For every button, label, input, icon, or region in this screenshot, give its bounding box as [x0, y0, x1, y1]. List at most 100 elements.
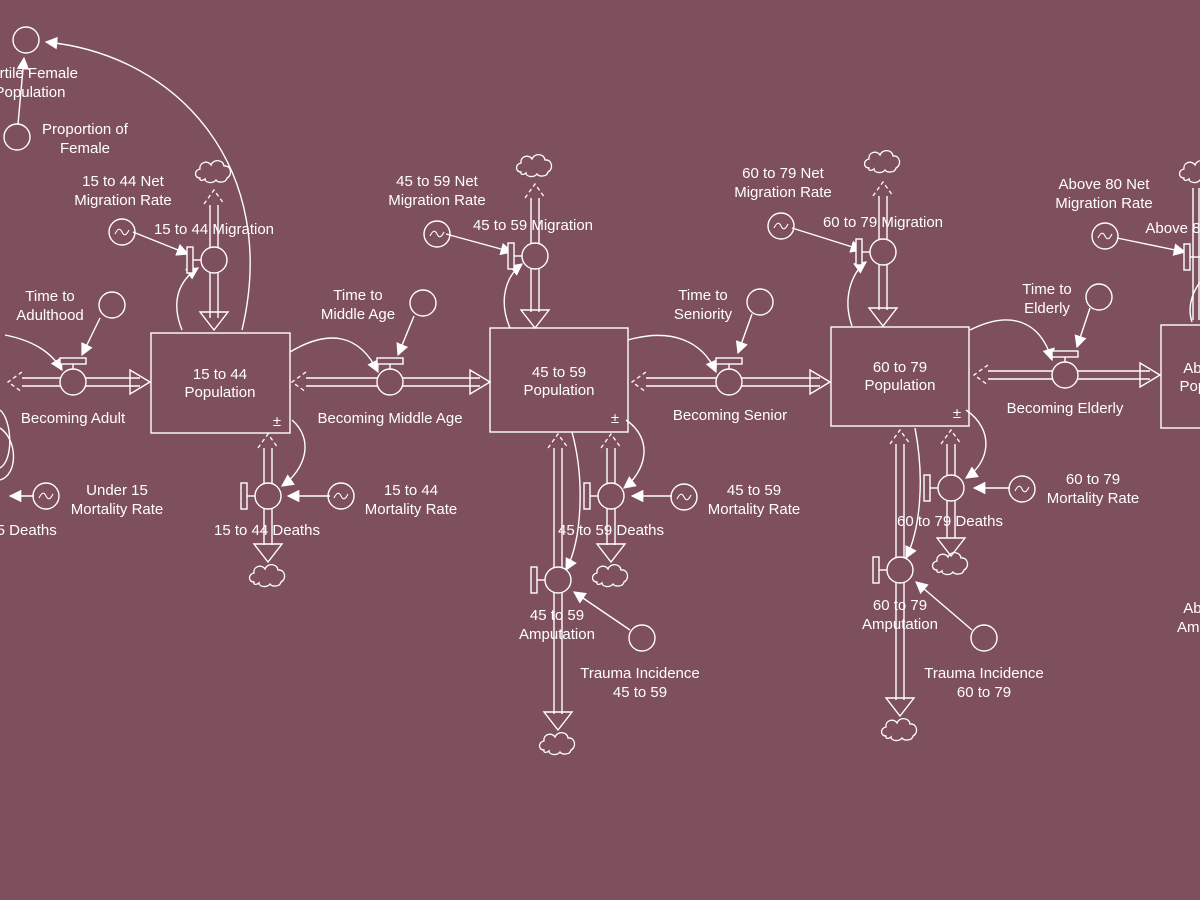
label-time-senior: Seniority: [674, 306, 733, 323]
label-a45: Amputation: [519, 626, 595, 643]
converters: [3, 26, 1119, 652]
graph-icon: [1097, 232, 1113, 240]
cloud-icon: [863, 149, 901, 174]
valve-becoming-elderly[interactable]: [1051, 350, 1079, 389]
converter-trauma-incidence-60-79[interactable]: [970, 624, 998, 652]
stock-label: Population: [185, 384, 256, 401]
stock-label: 15 to 44: [193, 366, 247, 383]
label-time-adult: Time to: [25, 288, 74, 305]
label-a60: Amputation: [862, 616, 938, 633]
converter-60-79-mortality-rate[interactable]: [1008, 475, 1036, 503]
converter-proportion-of-female[interactable]: [3, 123, 31, 151]
label-fertile-female: Fertile Female: [0, 65, 78, 82]
converter-15-44-mortality-rate[interactable]: [327, 482, 355, 510]
label-nm80: Above 80 Net: [1059, 176, 1151, 193]
label-time-middle: Middle Age: [321, 306, 395, 323]
label-mr15: Mortality Rate: [365, 501, 458, 518]
converter-above-80-net-migration-rate[interactable]: [1091, 222, 1119, 250]
valve-becoming-adult[interactable]: [59, 357, 87, 396]
graph-icon: [773, 222, 789, 230]
cloud-icon: [931, 551, 969, 576]
label-d60: 60 to 79 Deaths: [897, 513, 1003, 530]
label-m80: Above 80 Migration: [1145, 220, 1200, 237]
valve-45-59-amputation[interactable]: [530, 566, 572, 594]
label-a60: 60 to 79: [873, 597, 927, 614]
graph-icon: [1014, 485, 1030, 493]
labels: Fertile Female Population Proportion of …: [0, 65, 1200, 701]
graph-icon: [114, 228, 130, 236]
label-nm80: Migration Rate: [1055, 195, 1153, 212]
label-trauma60: 60 to 79: [957, 684, 1011, 701]
label-m45: 45 to 59 Migration: [473, 217, 593, 234]
stock-label: Above 80: [1183, 360, 1200, 377]
converter-time-to-adulthood[interactable]: [98, 291, 126, 319]
stock-label: Population: [865, 377, 936, 394]
label-proportion-female: Female: [60, 140, 110, 157]
stock-label: 60 to 79: [873, 359, 927, 376]
converter-15-44-net-migration-rate[interactable]: [108, 218, 136, 246]
converter-fertile-female-population[interactable]: [12, 26, 40, 54]
stock-15-44[interactable]: 15 to 44 Population ±: [150, 332, 291, 434]
label-nm60: Migration Rate: [734, 184, 832, 201]
label-fertile-female: Population: [0, 84, 65, 101]
stock-above-80[interactable]: Above 80 Population: [1160, 324, 1200, 429]
converter-time-to-elderly[interactable]: [1085, 283, 1113, 311]
converter-45-59-net-migration-rate[interactable]: [423, 220, 451, 248]
plus-minus-icon: ±: [273, 413, 281, 430]
label-a45: 45 to 59: [530, 607, 584, 624]
label-a80: Above 80: [1183, 600, 1200, 617]
label-mr-under15: Under 15: [86, 482, 148, 499]
converter-45-59-mortality-rate[interactable]: [670, 483, 698, 511]
label-becoming-middle-age: Becoming Middle Age: [317, 410, 462, 427]
connectors: [0, 36, 1200, 631]
valve-15-44-migration[interactable]: [186, 246, 228, 274]
stock-label: Population: [1180, 378, 1200, 395]
label-trauma45: 45 to 59: [613, 684, 667, 701]
stock-60-79[interactable]: 60 to 79 Population ±: [830, 326, 970, 427]
cloud-icon: [194, 159, 232, 184]
cloud-icon: [248, 563, 286, 588]
label-mr-under15: Mortality Rate: [71, 501, 164, 518]
stock-label: Population: [524, 382, 595, 399]
valve-60-79-amputation[interactable]: [872, 556, 914, 584]
cloud-icon: [515, 153, 553, 178]
converter-trauma-incidence-45-59[interactable]: [628, 624, 656, 652]
flow-valves: [59, 238, 1200, 594]
label-mr60: 60 to 79: [1066, 471, 1120, 488]
valve-45-59-deaths[interactable]: [583, 482, 625, 510]
label-time-middle: Time to: [333, 287, 382, 304]
valve-becoming-middle-age[interactable]: [376, 357, 404, 396]
label-time-elderly: Time to: [1022, 281, 1071, 298]
graph-icon: [429, 230, 445, 238]
label-mr45: 45 to 59: [727, 482, 781, 499]
label-nm45: 45 to 59 Net: [396, 173, 479, 190]
converter-time-to-seniority[interactable]: [746, 288, 774, 316]
label-time-senior: Time to: [678, 287, 727, 304]
label-becoming-adult: Becoming Adult: [21, 410, 126, 427]
label-m15: 15 to 44 Migration: [154, 221, 274, 238]
label-mr15: 15 to 44: [384, 482, 438, 499]
stock-label: 45 to 59: [532, 364, 586, 381]
valve-45-59-migration[interactable]: [507, 242, 549, 270]
valve-60-79-deaths[interactable]: [923, 474, 965, 502]
cloud-icon: [880, 717, 918, 742]
label-d15: 15 to 44 Deaths: [214, 522, 320, 539]
stock-45-59[interactable]: 45 to 59 Population ±: [489, 327, 629, 433]
plus-minus-icon: ±: [953, 405, 961, 422]
valve-15-44-deaths[interactable]: [240, 482, 282, 510]
converter-under-15-mortality-rate[interactable]: [32, 482, 60, 510]
label-nm45: Migration Rate: [388, 192, 486, 209]
valve-becoming-senior[interactable]: [715, 357, 743, 396]
valve-above-80-migration[interactable]: [1183, 243, 1200, 271]
cloud-icon: [1178, 159, 1200, 184]
valve-60-79-migration[interactable]: [855, 238, 897, 266]
converter-60-79-net-migration-rate[interactable]: [767, 212, 795, 240]
label-trauma60: Trauma Incidence: [924, 665, 1044, 682]
label-mr45: Mortality Rate: [708, 501, 801, 518]
flow-pipes: [0, 180, 1200, 732]
converter-time-to-middle-age[interactable]: [409, 289, 437, 317]
graph-icon: [333, 492, 349, 500]
plus-minus-icon: ±: [611, 410, 619, 427]
cloud-icon: [591, 563, 629, 588]
